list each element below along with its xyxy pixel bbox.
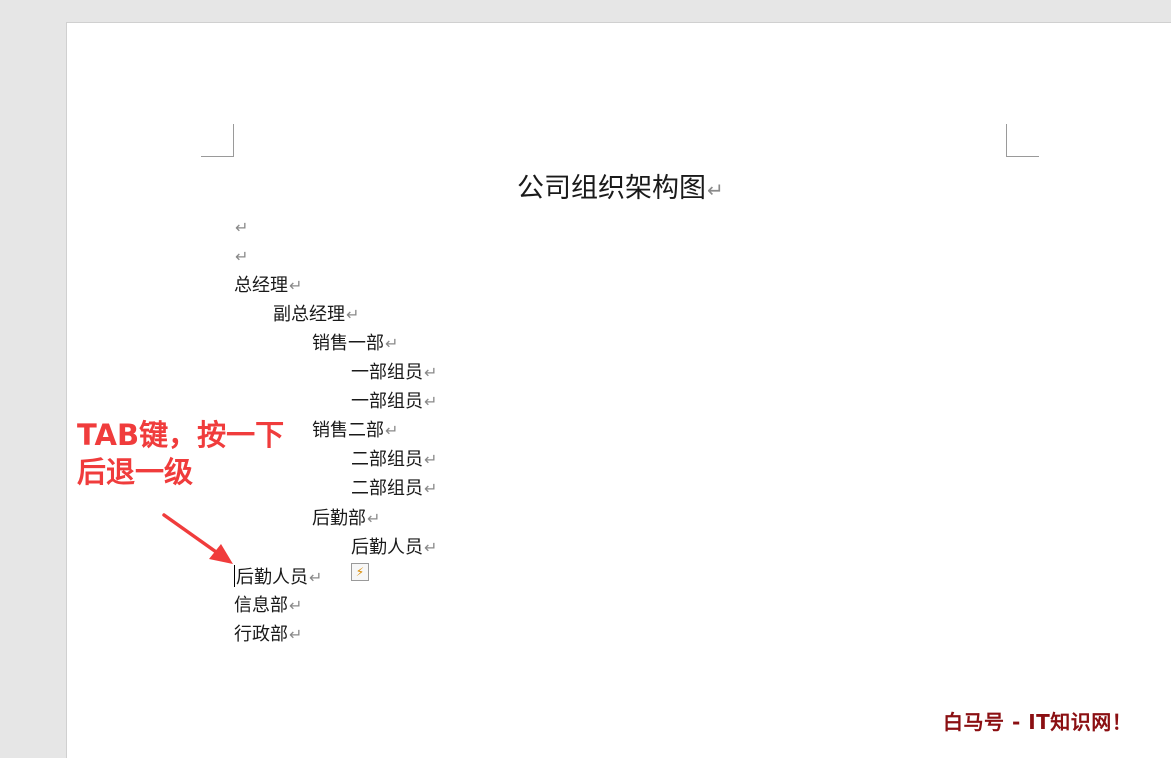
outline-line-text: 后勤部: [312, 508, 366, 529]
paragraph-mark: ↵: [424, 363, 438, 382]
outline-line[interactable]: 信息部↵: [234, 594, 302, 618]
outline-line-text: 后勤人员: [351, 537, 423, 558]
text-cursor: [234, 565, 235, 587]
paragraph-mark: ↵: [289, 625, 303, 644]
outline-line[interactable]: ↵: [234, 245, 248, 269]
outline-line-text: 销售二部: [312, 420, 384, 441]
paragraph-mark: ↵: [385, 334, 399, 353]
outline-line[interactable]: 销售二部↵: [312, 419, 398, 443]
paragraph-mark: ↵: [385, 421, 399, 440]
outline-line-text: 一部组员: [351, 362, 423, 383]
paragraph-mark: ↵: [235, 218, 249, 237]
outline-line[interactable]: 总经理↵: [234, 274, 302, 298]
paragraph-mark: ↵: [367, 509, 381, 528]
outline-line[interactable]: 二部组员↵: [351, 477, 437, 501]
margin-corner-top-left: [201, 124, 234, 157]
outline-line[interactable]: 副总经理↵: [273, 303, 359, 327]
paragraph-mark: ↵: [289, 276, 303, 295]
paragraph-mark: ↵: [424, 479, 438, 498]
paste-options-icon[interactable]: ⚡: [351, 563, 369, 581]
outline-line-text: 二部组员: [351, 449, 423, 470]
document-page[interactable]: 公司组织架构图↵ ↵↵总经理↵副总经理↵销售一部↵一部组员↵一部组员↵销售二部↵…: [66, 22, 1171, 758]
outline-line[interactable]: 一部组员↵: [351, 390, 437, 414]
outline-line[interactable]: 一部组员↵: [351, 361, 437, 385]
outline-line-text: 后勤人员: [236, 567, 308, 588]
paragraph-mark: ↵: [424, 392, 438, 411]
annotation-arrow-icon: [162, 513, 233, 564]
outline-line-text: 总经理: [234, 275, 288, 296]
outline-line-text: 二部组员: [351, 478, 423, 499]
paragraph-mark: ↵: [309, 568, 323, 587]
outline-line[interactable]: 后勤人员↵: [351, 536, 437, 560]
annotation-line-2: 后退一级: [77, 455, 194, 489]
annotation-line-1: TAB键，按一下: [77, 418, 285, 452]
outline-line-text: 信息部: [234, 595, 288, 616]
outline-line-text: 销售一部: [312, 333, 384, 354]
outline-line[interactable]: 销售一部↵: [312, 332, 398, 356]
outline-line[interactable]: 行政部↵: [234, 623, 302, 647]
paragraph-mark: ↵: [424, 450, 438, 469]
margin-corner-top-right: [1006, 124, 1039, 157]
document-title[interactable]: 公司组织架构图↵: [517, 173, 724, 204]
outline-line-text: 行政部: [234, 624, 288, 645]
outline-line[interactable]: 后勤人员↵: [234, 565, 322, 590]
outline-line-text: 副总经理: [273, 304, 345, 325]
paragraph-mark: ↵: [235, 247, 249, 266]
paragraph-mark: ↵: [289, 596, 303, 615]
paragraph-mark: ↵: [707, 178, 724, 202]
watermark: 白马号 - IT知识网！: [943, 710, 1133, 734]
annotation-text: TAB键，按一下 后退一级: [77, 417, 284, 491]
outline-line[interactable]: 后勤部↵: [312, 507, 380, 531]
outline-line-text: 一部组员: [351, 391, 423, 412]
outline-line[interactable]: 二部组员↵: [351, 448, 437, 472]
paragraph-mark: ↵: [346, 305, 360, 324]
paragraph-mark: ↵: [424, 538, 438, 557]
outline-line[interactable]: ↵: [234, 216, 248, 240]
